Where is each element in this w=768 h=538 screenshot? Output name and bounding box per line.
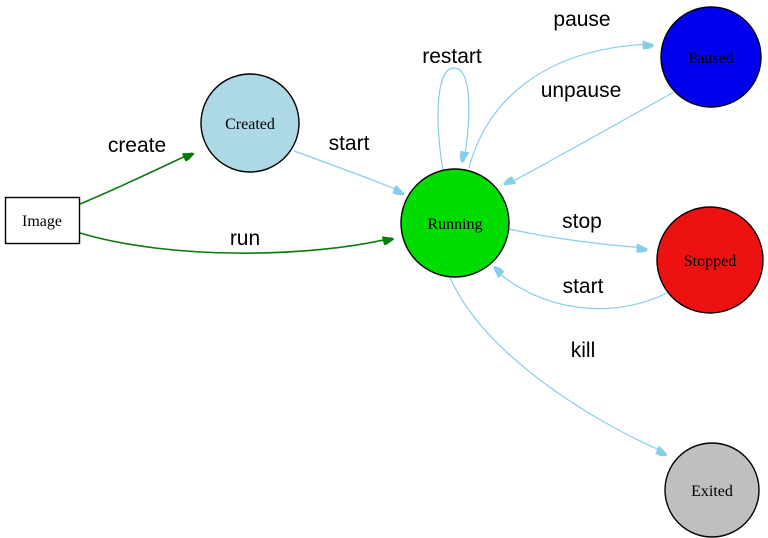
node-stopped-shape: [656, 206, 764, 314]
node-exited-label: Exited: [691, 483, 733, 500]
node-paused-label: Paused: [688, 50, 733, 67]
edge-create-arrow: [79, 152, 192, 205]
node-running: Running: [400, 168, 510, 278]
nodes-layer: Image Created Running Paused Stopped Exi: [4, 6, 764, 538]
node-image-shape: [4, 196, 81, 245]
edge-run-label: run: [230, 227, 260, 250]
node-created-shape: [200, 73, 300, 173]
edge-start-from-stopped-label: start: [563, 275, 604, 298]
edge-unpause-arrow: [506, 91, 675, 185]
edge-stop-label: stop: [562, 210, 602, 233]
edge-restart-label: restart: [422, 45, 482, 68]
node-running-shape: [400, 168, 510, 278]
node-paused: Paused: [660, 6, 762, 108]
node-image-label: Image: [22, 213, 62, 230]
node-paused-shape: [660, 6, 762, 108]
edge-start-from-created-arrow: [293, 150, 403, 192]
node-created-label: Created: [225, 116, 275, 133]
node-image: Image: [4, 196, 81, 245]
edge-run-arrow: [79, 232, 392, 254]
node-stopped-label: Stopped: [684, 253, 736, 270]
node-exited-shape: [664, 442, 760, 538]
edge-pause-label: pause: [553, 8, 610, 31]
edge-stop-arrow: [508, 228, 646, 248]
edge-unpause-label: unpause: [541, 79, 622, 102]
edges-layer: [79, 44, 675, 453]
node-created: Created: [200, 73, 300, 173]
edge-pause-arrow: [468, 44, 652, 169]
node-exited: Exited: [664, 442, 760, 538]
edge-restart-self-loop-arrow: [437, 67, 469, 172]
edge-start-from-created-label: start: [329, 132, 370, 155]
edge-create-label: create: [108, 134, 166, 157]
node-running-label: Running: [427, 216, 482, 233]
node-stopped: Stopped: [656, 206, 764, 314]
edge-labels-layer: create run start restart pause unpause s…: [108, 8, 621, 362]
edge-start-from-stopped-arrow: [494, 269, 668, 310]
edge-kill-arrow: [448, 274, 666, 453]
edge-kill-label: kill: [571, 339, 596, 362]
